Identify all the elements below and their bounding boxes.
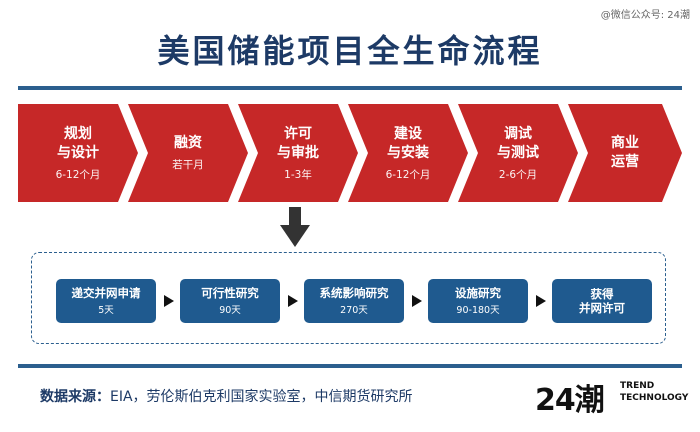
watermark: @微信公众号: 24潮 xyxy=(600,10,690,21)
brand-logo-line1: TREND xyxy=(620,381,655,391)
stage-chevron: 许可 与审批 1-3年 xyxy=(238,104,358,202)
stage-duration: 1-3年 xyxy=(284,168,312,181)
permit-step-label: 获得 并网许可 xyxy=(579,287,625,315)
stage-duration: 若干月 xyxy=(172,159,204,171)
brand-logo: 24潮 TREND TECHNOLOGY xyxy=(535,375,688,418)
stage-label: 调试 与测试 xyxy=(497,125,539,161)
bottom-divider xyxy=(18,364,682,368)
stage-chevron: 规划 与设计 6-12个月 xyxy=(18,104,138,202)
stage-duration: 6-12个月 xyxy=(55,168,101,181)
stage-chevron: 调试 与测试 2-6个月 xyxy=(458,104,578,202)
brand-logo-line2: TECHNOLOGY xyxy=(620,393,689,403)
permit-step-box: 系统影响研究 270天 xyxy=(304,279,404,323)
permit-process-panel: 递交并网申请 5天 可行性研究 90天 系统影响研究 270天 设施研究 90-… xyxy=(31,252,666,344)
permit-step-duration: 90-180天 xyxy=(456,305,500,316)
permit-step-label: 可行性研究 xyxy=(201,286,259,300)
stage-label: 商业 运营 xyxy=(611,135,639,170)
right-arrow-icon xyxy=(412,295,422,307)
permit-step-label: 设施研究 xyxy=(455,286,501,300)
stage-chevron: 商业 运营 xyxy=(568,104,682,202)
data-source-text: EIA，劳伦斯伯克利国家实验室，中信期货研究所 xyxy=(110,389,413,405)
permit-step-box: 可行性研究 90天 xyxy=(180,279,280,323)
permit-step-duration: 5天 xyxy=(98,305,114,316)
page-title: 美国储能项目全生命流程 xyxy=(157,32,543,70)
permit-step-label: 递交并网申请 xyxy=(71,286,141,300)
right-arrow-icon xyxy=(288,295,298,307)
brand-logo-text: TREND TECHNOLOGY xyxy=(620,380,688,404)
stage-label: 许可 与审批 xyxy=(277,125,319,161)
stage-duration: 2-6个月 xyxy=(498,168,538,181)
right-arrow-icon xyxy=(536,295,546,307)
right-arrow-icon xyxy=(164,295,174,307)
top-divider xyxy=(18,86,682,90)
data-source-label: 数据来源： xyxy=(40,389,110,405)
stage-label: 融资 xyxy=(174,135,202,151)
stage-duration: 6-12个月 xyxy=(385,168,431,181)
data-source: 数据来源：EIA，劳伦斯伯克利国家实验室，中信期货研究所 xyxy=(40,386,413,406)
permit-step-duration: 90天 xyxy=(219,305,241,316)
permit-step-box: 设施研究 90-180天 xyxy=(428,279,528,323)
stage-label: 规划 与设计 xyxy=(57,125,99,161)
permit-step-box: 获得 并网许可 xyxy=(552,279,652,323)
permit-step-box: 递交并网申请 5天 xyxy=(56,279,156,323)
permit-step-duration: 270天 xyxy=(340,305,368,316)
permit-step-label: 系统影响研究 xyxy=(319,286,389,300)
stage-chevron: 融资 若干月 xyxy=(128,104,248,202)
stage-label: 建设 与安装 xyxy=(387,125,429,161)
stage-chevron: 建设 与安装 6-12个月 xyxy=(348,104,468,202)
down-arrow-icon xyxy=(280,207,310,247)
brand-logo-mark: 24潮 xyxy=(535,383,605,418)
